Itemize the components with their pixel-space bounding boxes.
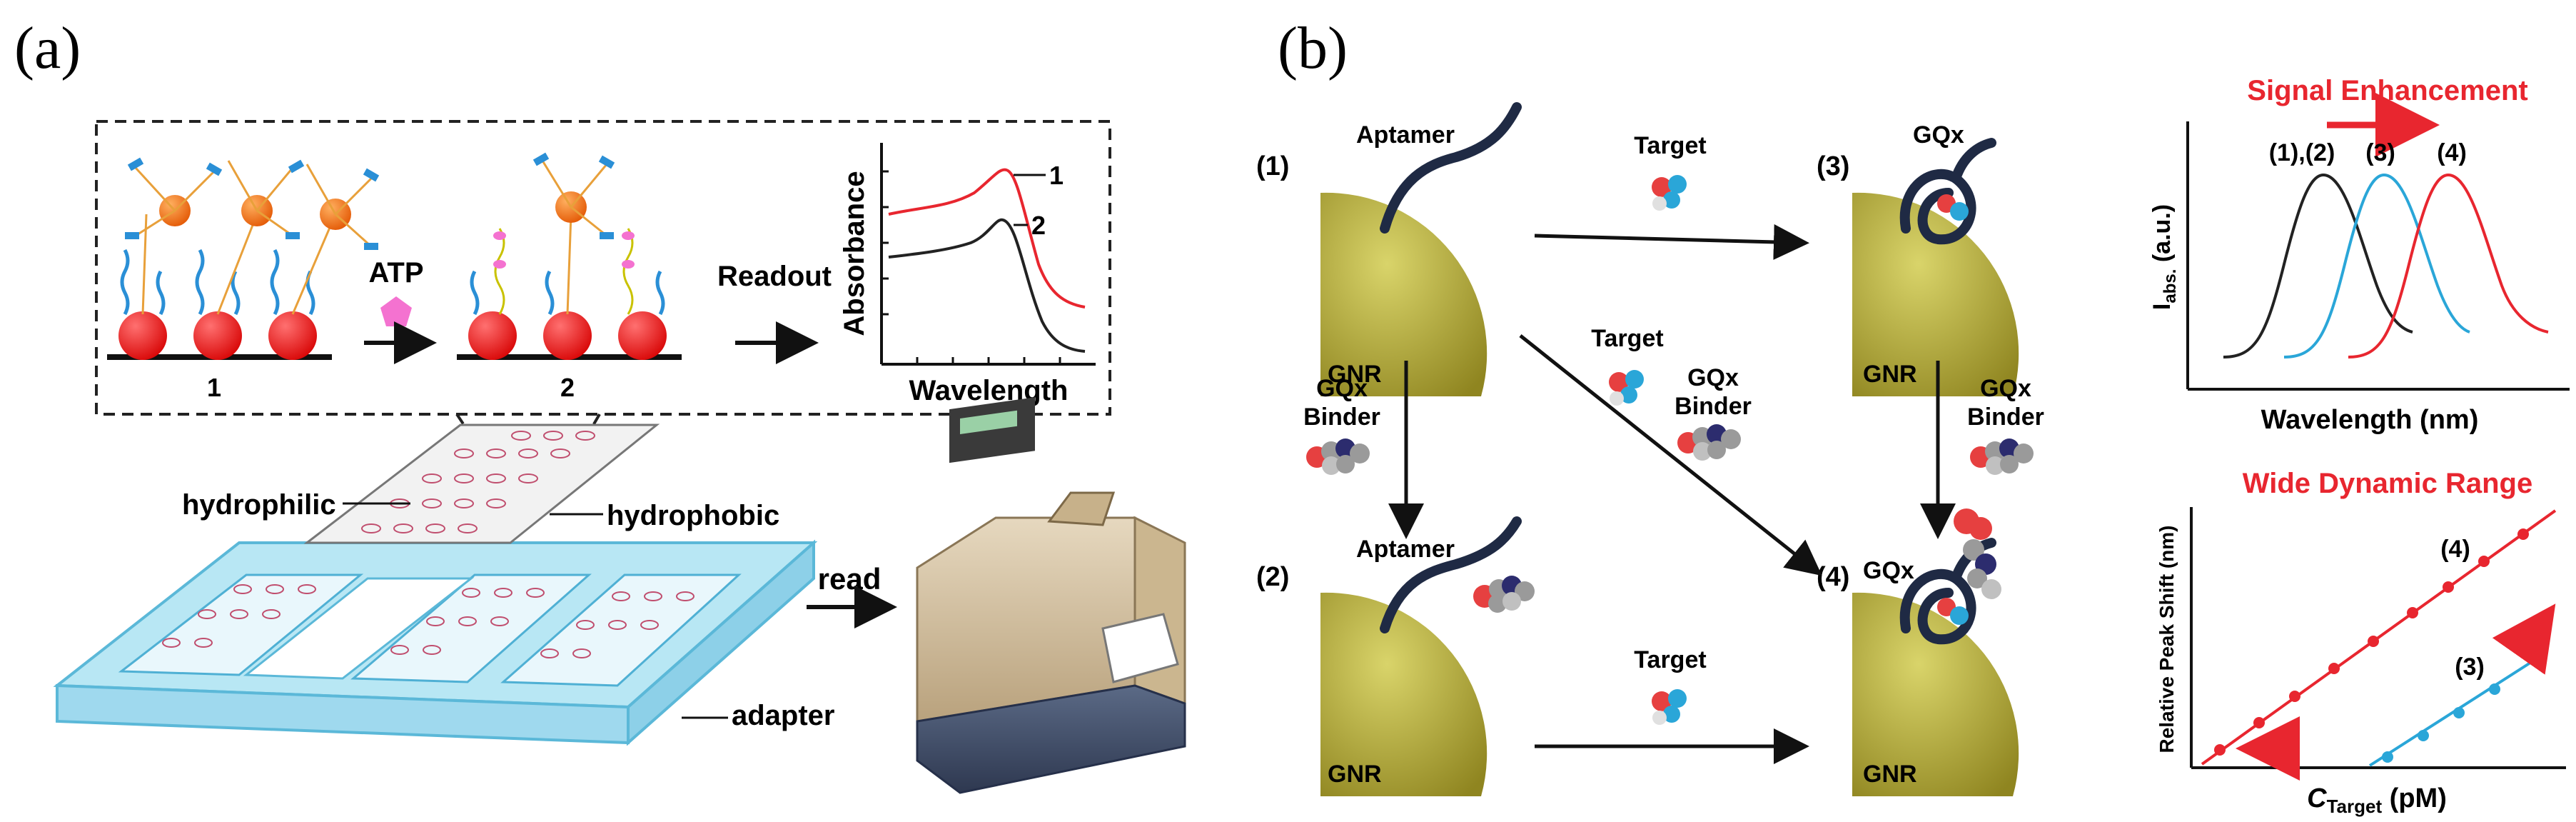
arrow-1-to-3 xyxy=(1534,224,1809,260)
signal-ylabel-unit: (a.u.) xyxy=(2148,204,2176,269)
absorbance-spectrum-plot xyxy=(880,143,1096,366)
gnr-step-3 xyxy=(1852,138,2019,396)
arrow-1-to-4-diagonal xyxy=(1519,334,1822,576)
gnr-step-1 xyxy=(1320,102,1522,396)
step-1-aptamer-label: Aptamer xyxy=(1356,121,1455,149)
atp-label: ATP xyxy=(368,257,423,289)
signal-ylabel: Iabs. (a.u.) xyxy=(2148,204,2180,310)
dynamic-xlabel-sub: Target xyxy=(2327,796,2383,817)
adapter-tray xyxy=(53,539,818,746)
panel-a-label: (a) xyxy=(14,15,81,81)
dynamic-ylabel: Relative Peak Shift (nm) xyxy=(2156,526,2178,753)
step-1-num: (1) xyxy=(1256,151,1289,181)
top-target-molecule-icon xyxy=(1652,175,1687,211)
spectrum-ylabel: Absorbance xyxy=(839,171,870,336)
dynamic-xlabel-unit: (pM) xyxy=(2382,783,2447,813)
zoom-inset-box xyxy=(95,120,1111,416)
atp-pentagon-icon xyxy=(380,296,412,326)
dynamic-line-4-label: (4) xyxy=(2440,536,2470,563)
panel-b-label: (b) xyxy=(1278,15,1348,81)
step-2-gnr-label: GNR xyxy=(1328,761,1382,788)
top-arrow-target-label: Target xyxy=(1634,132,1706,159)
hydrophobic-label: hydrophobic xyxy=(607,500,779,531)
signal-ylabel-main: I xyxy=(2148,304,2176,310)
diagonal-binder-line2: Binder xyxy=(1675,393,1752,420)
spectrum-curve-1-label: 1 xyxy=(1049,161,1064,190)
substrate-state-2 xyxy=(457,152,682,360)
step-4-gnr-label: GNR xyxy=(1863,761,1917,788)
step-2-binder-molecule-icon xyxy=(1473,576,1535,613)
right-binder-line2: Binder xyxy=(1967,404,2044,431)
dynamic-up-arrow xyxy=(2492,603,2556,675)
bottom-target-molecule-icon xyxy=(1652,689,1687,725)
left-binder-molecule-icon xyxy=(1306,438,1370,475)
signal-curve-1-2 xyxy=(2223,173,2413,359)
dynamic-xlabel-main: C xyxy=(2307,783,2327,813)
readout-label: Readout xyxy=(717,261,832,292)
diagonal-target-molecule-icon xyxy=(1609,370,1644,406)
diagonal-binder-line1: GQx xyxy=(1687,364,1739,391)
step-2-aptamer-label: Aptamer xyxy=(1356,536,1455,563)
dynamic-title: Wide Dynamic Range xyxy=(2243,468,2532,499)
spectrum-curve-2 xyxy=(888,218,1086,353)
step-2-num: (2) xyxy=(1256,562,1289,592)
right-binder-line1: GQx xyxy=(1980,375,2031,402)
dynamic-xlabel: CTarget (pM) xyxy=(2307,783,2447,817)
signal-peak-label-1-2: (1),(2) xyxy=(2269,139,2335,166)
read-label: read xyxy=(818,562,882,596)
signal-plot-axes xyxy=(2186,121,2570,391)
paper-strip xyxy=(303,423,660,544)
plate-reader-device xyxy=(916,397,1186,794)
dynamic-points-4 xyxy=(2214,528,2529,756)
signal-peak-label-4: (4) xyxy=(2437,139,2467,166)
signal-curve-3 xyxy=(2283,173,2470,359)
substrate-state-1 xyxy=(107,157,380,360)
spectrum-xlabel: Wavelength xyxy=(909,375,1069,406)
dynamic-fit-line-3 xyxy=(2368,661,2532,767)
dynamic-points-3 xyxy=(2382,683,2500,763)
diagonal-target-label: Target xyxy=(1591,325,1663,352)
diagonal-binder-molecule-icon xyxy=(1677,424,1741,461)
step-4-binder-molecule-icon xyxy=(1954,508,2001,599)
step-4-gqx-label: GQx xyxy=(1863,557,1914,584)
signal-title: Signal Enhancement xyxy=(2247,75,2527,106)
left-binder-line1: GQx xyxy=(1316,375,1368,402)
gnr-step-2 xyxy=(1320,516,1535,796)
dynamic-line-3-label: (3) xyxy=(2455,653,2485,681)
state-2-label: 2 xyxy=(560,373,575,402)
adapter-label: adapter xyxy=(732,700,835,731)
state-1-label: 1 xyxy=(207,373,221,402)
hydrophilic-label: hydrophilic xyxy=(182,489,336,521)
step-3-gqx-label: GQx xyxy=(1913,121,1964,149)
gnr-step-4 xyxy=(1852,508,2019,796)
bottom-arrow-target-label: Target xyxy=(1634,646,1706,673)
left-binder-line2: Binder xyxy=(1303,404,1380,431)
signal-peak-label-3: (3) xyxy=(2365,139,2395,166)
signal-ylabel-sub: abs. xyxy=(2161,269,2180,304)
step-1-gnr-label: GNR xyxy=(1328,361,1382,388)
step-4-num: (4) xyxy=(1817,562,1849,592)
signal-xlabel: Wavelength (nm) xyxy=(2261,405,2479,435)
step-3-num: (3) xyxy=(1817,151,1849,181)
signal-curve-4 xyxy=(2348,173,2549,359)
step-3-gnr-label: GNR xyxy=(1863,361,1917,388)
spectrum-curve-1 xyxy=(888,168,1086,309)
spectrum-curve-2-label: 2 xyxy=(1031,211,1046,240)
right-binder-molecule-icon xyxy=(1970,438,2034,475)
